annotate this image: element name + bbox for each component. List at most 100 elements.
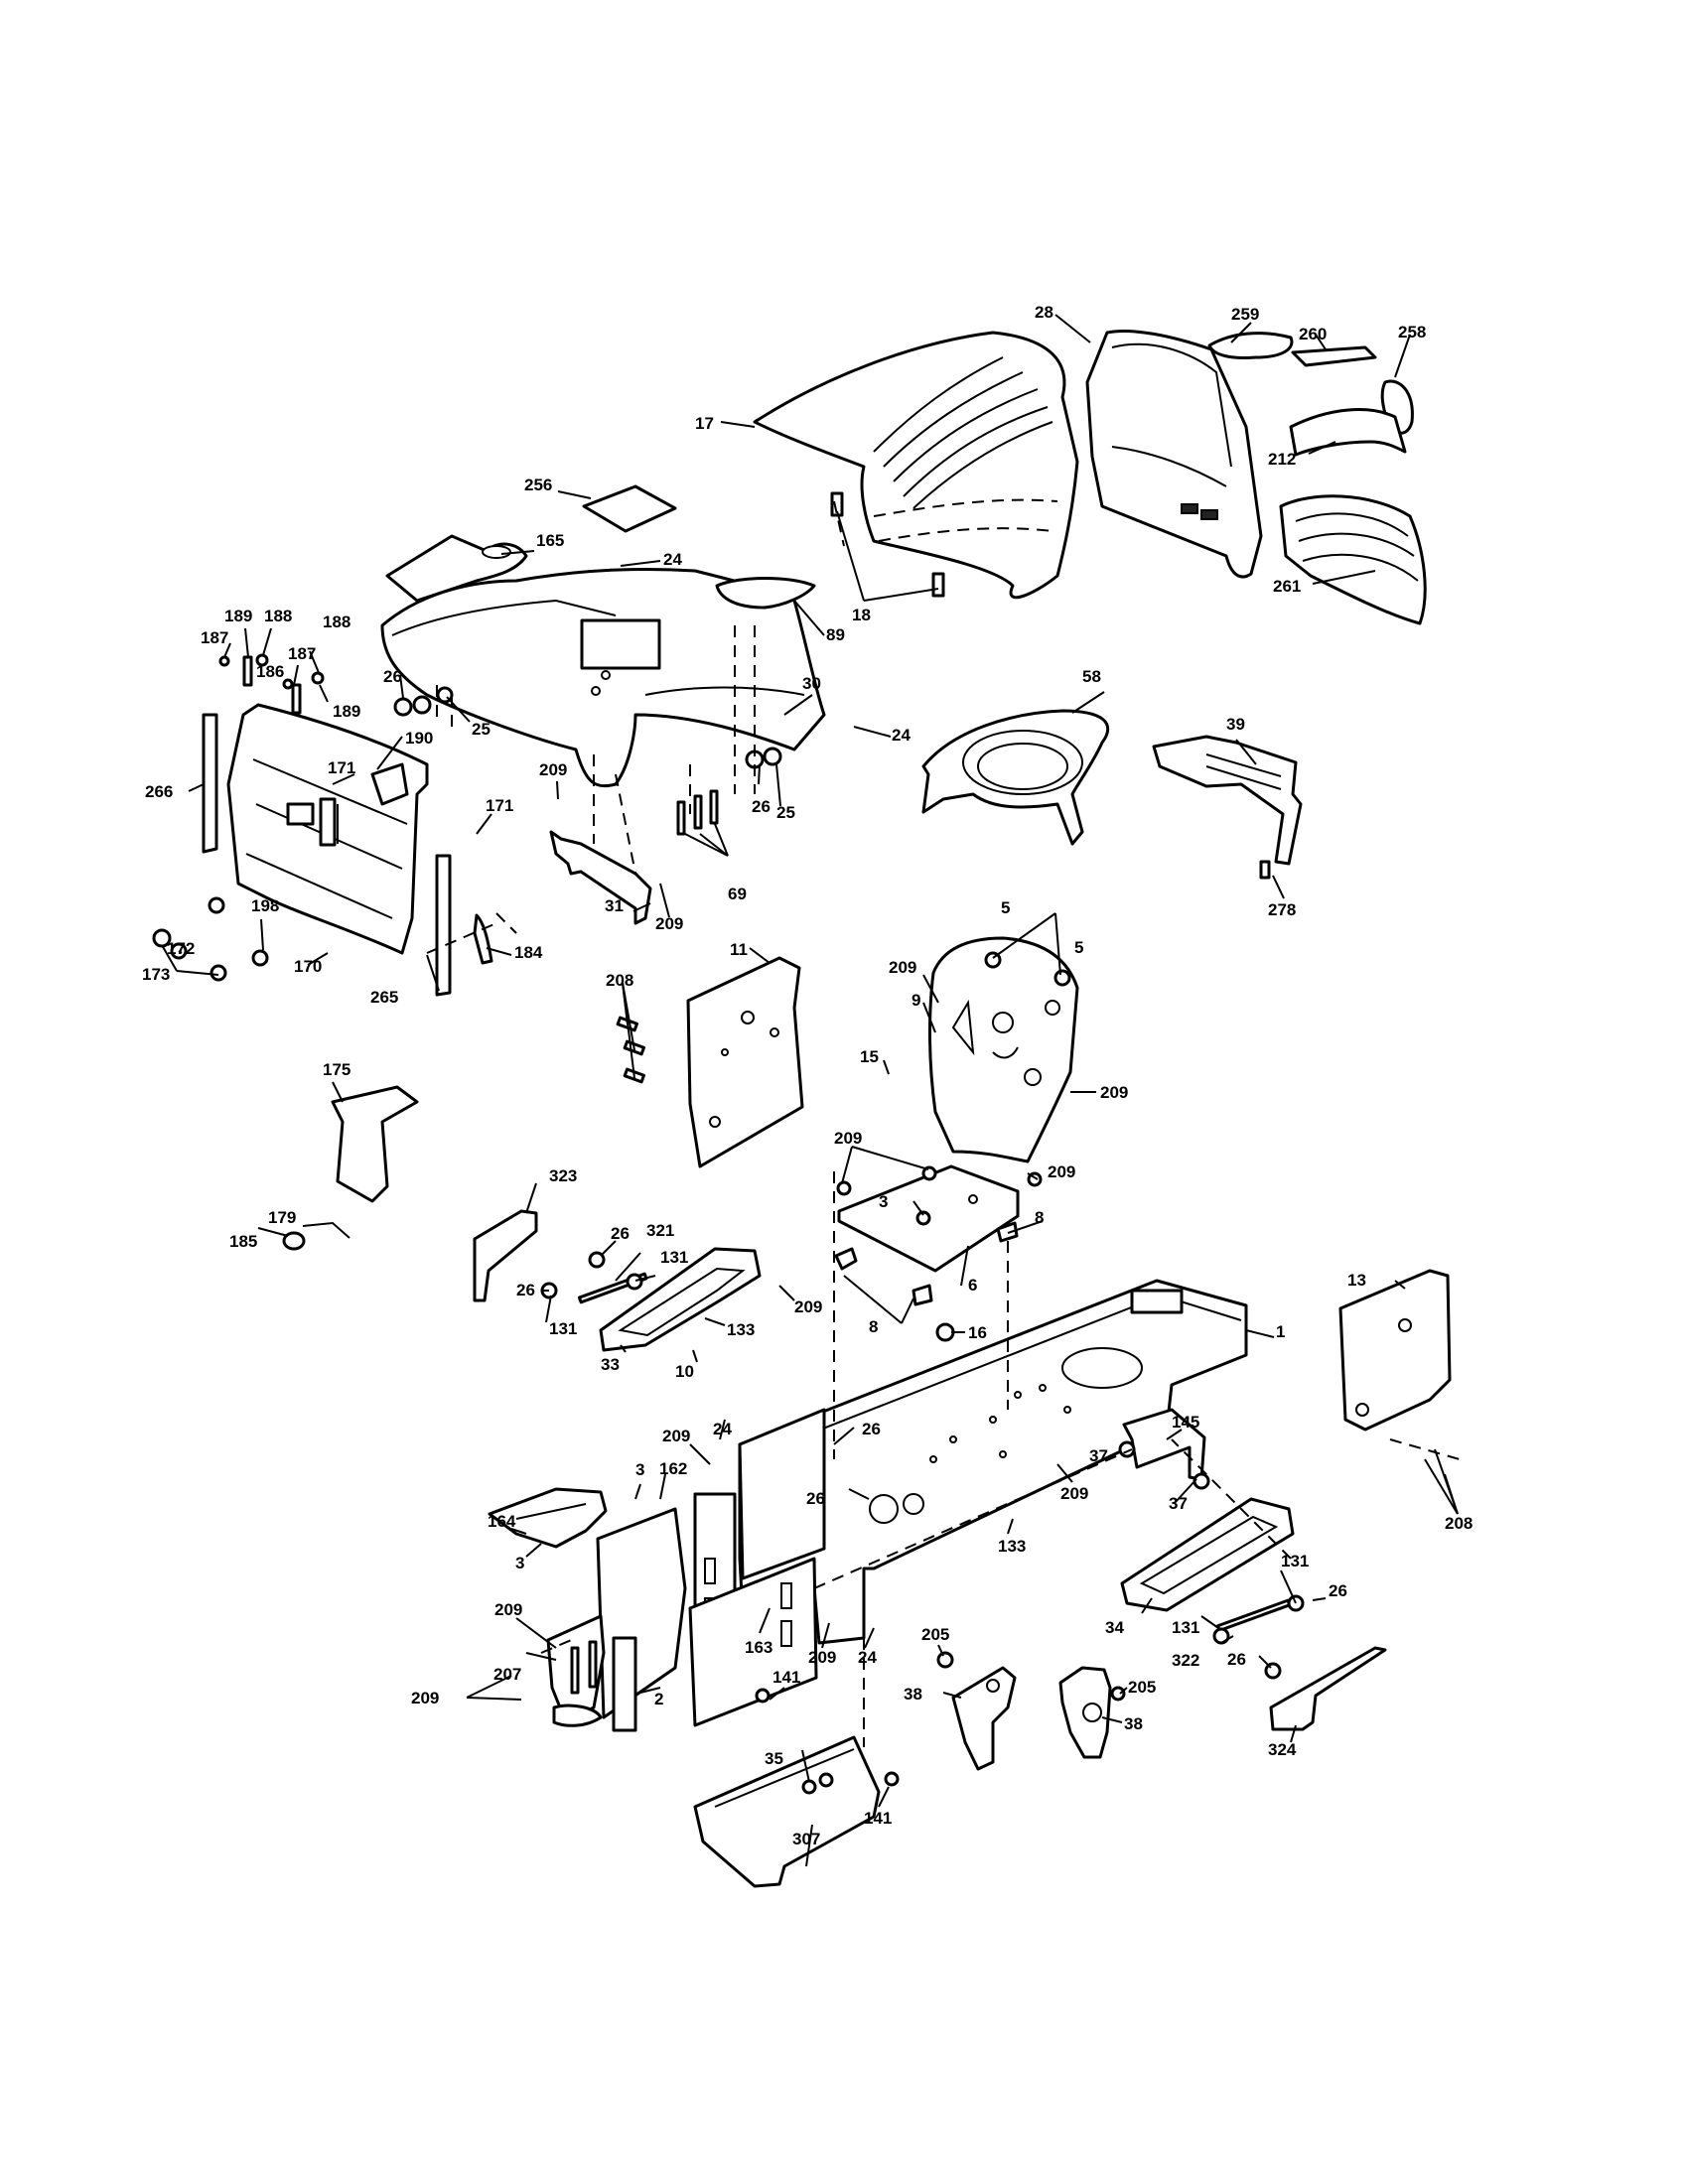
hardware-parts-172-173-198 [152, 896, 269, 982]
callout-label: 145 [1172, 1413, 1199, 1432]
callout-label: 131 [549, 1319, 577, 1338]
support-part-39 [1152, 735, 1303, 880]
callout-label: 175 [323, 1060, 351, 1079]
callout-label: 209 [662, 1427, 690, 1445]
callout-label: 37 [1169, 1494, 1188, 1513]
callout-label: 171 [486, 796, 513, 815]
callout-label: 1 [1276, 1322, 1285, 1341]
callout-label: 35 [765, 1749, 783, 1768]
grille-insert-part-261 [1279, 494, 1427, 625]
bracket-part-190 [370, 762, 409, 806]
bracket-part-31 [549, 830, 652, 925]
bracket-part-164 [488, 1487, 608, 1549]
assembly-lines [426, 500, 1461, 1747]
callout-label: 28 [1035, 303, 1053, 322]
callout-label: 26 [806, 1489, 825, 1508]
cover-part-256 [582, 484, 677, 533]
panel-part-165 [385, 534, 528, 603]
callout-label: 26 [862, 1420, 881, 1438]
callout-label: 324 [1268, 1740, 1297, 1759]
callout-label: 209 [1048, 1162, 1075, 1181]
frame-part-1 [738, 1279, 1248, 1645]
clamp-part-322 [1216, 1598, 1292, 1632]
callout-label: 25 [776, 803, 795, 822]
callout-label: 3 [515, 1554, 524, 1572]
callout-label: 198 [251, 896, 279, 915]
callout-label: 26 [383, 667, 402, 686]
callout-label: 190 [405, 729, 433, 748]
callout-label: 131 [1172, 1618, 1199, 1637]
callout-label: 188 [264, 607, 292, 625]
hardware-marks [540, 951, 1305, 1787]
plate-part-324 [1269, 1646, 1387, 1731]
callout-label: 322 [1172, 1651, 1199, 1670]
callout-label: 133 [727, 1320, 755, 1339]
callout-label: 209 [539, 760, 567, 779]
callout-label: 11 [730, 940, 748, 959]
callout-label: 131 [660, 1248, 688, 1267]
plate-part-307 [693, 1735, 881, 1888]
callout-label: 141 [864, 1809, 892, 1828]
callout-label: 209 [411, 1689, 439, 1707]
callout-label: 2 [654, 1690, 663, 1708]
callout-label: 141 [772, 1668, 800, 1687]
callout-label: 89 [826, 625, 845, 644]
decal-part-18 [830, 491, 945, 598]
callout-label: 8 [869, 1317, 878, 1336]
callout-label: 131 [1281, 1552, 1309, 1570]
callout-label: 307 [792, 1830, 820, 1848]
callout-label: 172 [167, 939, 195, 958]
callout-label: 209 [808, 1648, 836, 1667]
callout-label: 256 [524, 476, 552, 494]
callout-label: 15 [860, 1047, 879, 1066]
hardware-parts-186-189 [218, 653, 325, 715]
plate-part-175 [331, 1085, 419, 1203]
callout-label: 260 [1299, 325, 1327, 343]
callout-label: 189 [224, 607, 252, 625]
callout-label: 38 [904, 1685, 922, 1704]
callout-label: 209 [794, 1297, 822, 1316]
callout-label: 171 [328, 758, 355, 777]
callout-label: 187 [201, 628, 228, 647]
bracket-part-171 [319, 797, 337, 847]
callout-label: 24 [663, 550, 682, 569]
bracket-part-184 [473, 913, 493, 965]
callout-label: 184 [514, 943, 543, 962]
callout-label: 189 [333, 702, 360, 721]
callout-label: 208 [1445, 1514, 1473, 1533]
callout-label: 31 [605, 896, 624, 915]
callout-label: 163 [745, 1638, 772, 1657]
callout-label: 212 [1268, 450, 1296, 469]
frame-rail-left [738, 1408, 826, 1580]
callout-label: 34 [1105, 1618, 1124, 1637]
callout-label: 188 [323, 613, 351, 631]
dash-cover-part-9 [927, 936, 1079, 1163]
headlight-part-259 [1207, 332, 1294, 359]
callout-label: 187 [288, 644, 316, 663]
callout-label: 6 [968, 1276, 977, 1295]
clips-part-8 [834, 1221, 1019, 1306]
leader-lines [161, 314, 1459, 1867]
callout-label: 186 [256, 662, 284, 681]
bracket-part-323 [473, 1209, 538, 1302]
callout-label: 165 [536, 531, 564, 550]
callout-label: 208 [606, 971, 633, 990]
rod-part-179 [302, 1221, 351, 1239]
callout-label: 58 [1082, 667, 1101, 686]
callout-label: 133 [998, 1537, 1026, 1556]
callout-label: 26 [516, 1281, 535, 1299]
callout-label: 16 [968, 1323, 987, 1342]
bracket-part-38-right [1058, 1666, 1112, 1759]
callout-label: 37 [1089, 1446, 1108, 1465]
footrest-part-34 [1120, 1497, 1295, 1612]
callout-label: 33 [601, 1355, 620, 1374]
trim-part-266 [202, 713, 218, 854]
callout-label: 209 [889, 958, 916, 977]
seat-pan-part-89 [715, 577, 816, 610]
callout-label: 261 [1273, 577, 1301, 596]
callout-label: 10 [675, 1362, 694, 1381]
callout-label: 8 [1035, 1208, 1044, 1227]
trim-part-212 [1289, 408, 1407, 457]
callout-label: 205 [1128, 1678, 1156, 1697]
support-part-2 [546, 1614, 637, 1732]
